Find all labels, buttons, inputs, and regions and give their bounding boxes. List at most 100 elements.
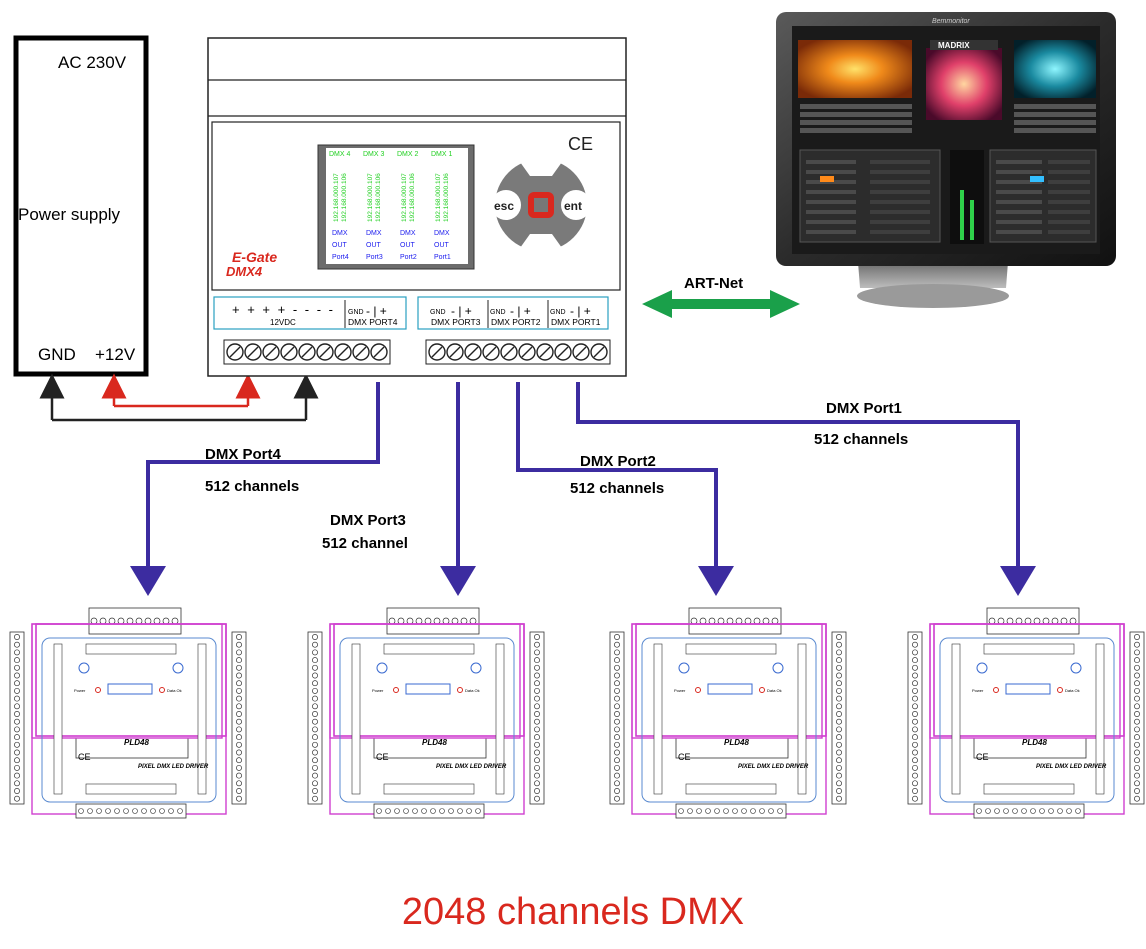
port4-terminal-label: DMX PORT4 bbox=[348, 317, 398, 327]
driver-subtitle: PIXEL DMX LED DRIVER bbox=[1036, 764, 1107, 770]
controller-ce-mark: CE bbox=[568, 134, 593, 154]
screen-ip-secondary: 192.168.000.106 bbox=[409, 173, 416, 222]
screen-dir: DMX bbox=[332, 230, 348, 237]
screen-ip-primary: 192.168.000.107 bbox=[333, 173, 340, 222]
driver-model: PLD48 bbox=[1022, 738, 1047, 747]
dmx-lines bbox=[146, 382, 1020, 568]
power-supply: AC 230V Power supply GND +12V bbox=[13, 35, 149, 377]
madrix-monitor: Bemmonitor MADRIX bbox=[776, 12, 1116, 308]
port4-arrowhead bbox=[130, 566, 166, 596]
esc-label: esc bbox=[494, 199, 514, 213]
brand-line2: DMX4 bbox=[226, 264, 263, 279]
driver-subtitle: PIXEL DMX LED DRIVER bbox=[436, 764, 507, 770]
screen-port: Port3 bbox=[366, 254, 383, 261]
port2-channels: 512 channels bbox=[570, 480, 664, 497]
up-arrow-icon[interactable] bbox=[520, 150, 562, 176]
driver-ce-mark: CE bbox=[678, 752, 691, 762]
screen-ip-primary: 192.168.000.107 bbox=[435, 173, 442, 222]
ent-label: ent bbox=[564, 199, 582, 213]
screen-mode: OUT bbox=[400, 242, 416, 249]
screen-header: DMX 4 bbox=[329, 151, 351, 158]
power-wiring bbox=[39, 373, 319, 422]
screen-header: DMX 1 bbox=[431, 151, 453, 158]
port3-name: DMX Port3 bbox=[330, 512, 406, 529]
port2-name: DMX Port2 bbox=[580, 453, 656, 470]
screen-dir: DMX bbox=[366, 230, 382, 237]
port1-name: DMX Port1 bbox=[826, 400, 902, 417]
screen-header: DMX 2 bbox=[397, 151, 419, 158]
preview-left bbox=[798, 40, 912, 98]
screen-dir: DMX bbox=[434, 230, 450, 237]
port4-pin-signs: - | + bbox=[366, 304, 387, 318]
port2-gnd: GND bbox=[490, 309, 506, 316]
driver-ce-mark: CE bbox=[78, 752, 91, 762]
port4-gnd: GND bbox=[348, 309, 364, 316]
port1-channels: 512 channels bbox=[814, 431, 908, 448]
monitor-bezel-brand: Bemmonitor bbox=[932, 18, 970, 25]
screen-dir: DMX bbox=[400, 230, 416, 237]
dmx-port-labels: DMX Port4 512 channels DMX Port3 512 cha… bbox=[205, 400, 908, 552]
screen-mode: OUT bbox=[434, 242, 450, 249]
screen-mode: OUT bbox=[366, 242, 382, 249]
screen-ip-primary: 192.168.000.107 bbox=[367, 173, 374, 222]
port3-gnd: GND bbox=[430, 309, 446, 316]
ent-button[interactable] bbox=[561, 190, 591, 220]
power-12v-label: +12V bbox=[95, 345, 136, 364]
terminal-screw-block bbox=[425, 339, 611, 365]
power-terminal-label: 12VDC bbox=[270, 318, 296, 327]
driver-model: PLD48 bbox=[422, 738, 447, 747]
port3-channels: 512 channel bbox=[322, 535, 408, 552]
preview-center bbox=[926, 48, 1002, 120]
port1-arrowhead bbox=[1000, 566, 1036, 596]
screen-ip-primary: 192.168.000.107 bbox=[401, 173, 408, 222]
terminal-screw-block bbox=[223, 339, 391, 365]
navigation-keypad[interactable]: esc ent bbox=[491, 150, 591, 260]
screen-header: DMX 3 bbox=[363, 151, 385, 158]
artnet-label: ART-Net bbox=[684, 275, 743, 292]
terminal-labels: + + + + - - - - 12VDC GND - | + DMX PORT… bbox=[213, 296, 609, 330]
screen-mode: OUT bbox=[332, 242, 348, 249]
controller-display bbox=[317, 144, 475, 270]
footer-title: 2048 channels DMX bbox=[402, 891, 744, 933]
screen-port: Port1 bbox=[434, 254, 451, 261]
power-supply-label: Power supply bbox=[18, 205, 121, 224]
driver-model: PLD48 bbox=[124, 738, 149, 747]
screen-port: Port2 bbox=[400, 254, 417, 261]
madrix-brand: MADRIX bbox=[938, 41, 970, 50]
driver-status-label: Data Ok bbox=[1065, 688, 1080, 693]
screen-port: Port4 bbox=[332, 254, 349, 261]
port2-pin-signs: - | + bbox=[510, 304, 531, 318]
port3-arrowhead bbox=[440, 566, 476, 596]
driver-status-label: Data Ok bbox=[167, 688, 182, 693]
port4-channels: 512 channels bbox=[205, 478, 299, 495]
driver-power-label: Power bbox=[74, 688, 86, 693]
port4-name: DMX Port4 bbox=[205, 446, 282, 463]
power-terminal-signs: + + + + - - - - bbox=[232, 302, 335, 317]
artnet-link: ART-Net bbox=[642, 275, 800, 318]
dmx-arrowheads bbox=[130, 566, 1036, 596]
driver-power-label: Power bbox=[372, 688, 384, 693]
screen-ip-secondary: 192.168.000.106 bbox=[443, 173, 450, 222]
driver-power-label: Power bbox=[674, 688, 686, 693]
screen-ip-secondary: 192.168.000.106 bbox=[341, 173, 348, 222]
esc-button[interactable] bbox=[491, 190, 521, 220]
port1-pin-signs: - | + bbox=[570, 304, 591, 318]
port2-arrowhead bbox=[698, 566, 734, 596]
port1-gnd: GND bbox=[550, 309, 566, 316]
driver-ce-mark: CE bbox=[976, 752, 989, 762]
down-arrow-icon[interactable] bbox=[520, 234, 562, 260]
port2-terminal-label: DMX PORT2 bbox=[491, 317, 541, 327]
driver-status-label: Data Ok bbox=[767, 688, 782, 693]
driver-subtitle: PIXEL DMX LED DRIVER bbox=[138, 764, 209, 770]
